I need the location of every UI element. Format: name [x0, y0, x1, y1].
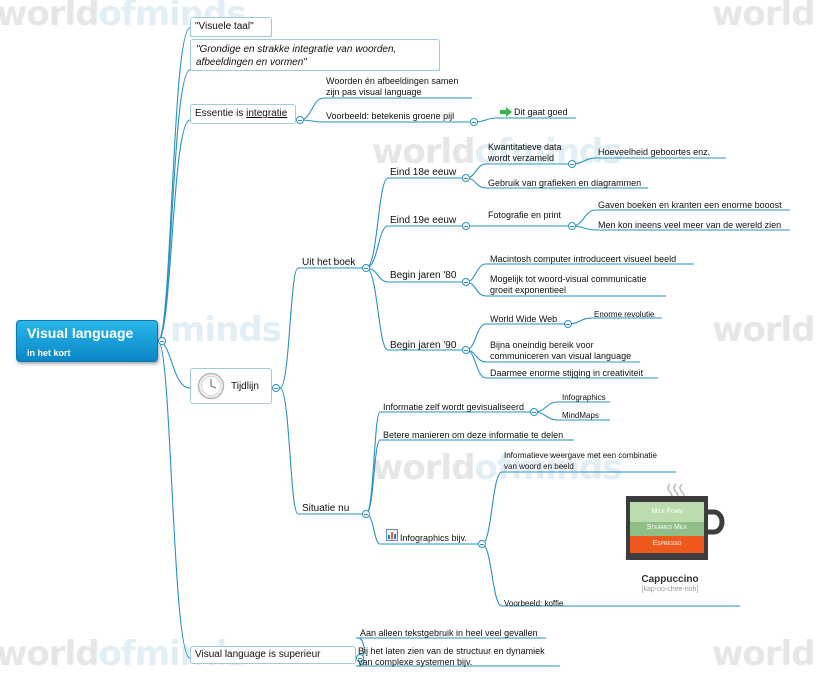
integratie-link[interactable]: integratie: [246, 108, 288, 119]
collapse-toggle[interactable]: [362, 264, 370, 272]
root-title: Visual language: [27, 325, 134, 341]
node-kwantitatieve-data[interactable]: Kwantitatieve data wordt verzameld: [488, 142, 562, 163]
watermark: worldofminds: [372, 448, 623, 488]
node-gebruik-grafieken[interactable]: Gebruik van grafieken en diagrammen: [488, 178, 642, 188]
node-superieur[interactable]: Visual language is superieur: [190, 646, 356, 664]
watermark: worldofminds: [372, 132, 623, 172]
collapse-toggle[interactable]: [356, 654, 364, 662]
node-woorden[interactable]: Woorden én afbeeldingen samen zijn pas v…: [326, 76, 459, 97]
collapse-toggle[interactable]: [362, 510, 370, 518]
collapse-toggle[interactable]: [296, 116, 304, 124]
node-voorbeeld-koffie[interactable]: Voorbeeld: koffie: [504, 599, 564, 608]
espresso-label: Espresso: [652, 540, 682, 547]
green-arrow-icon: [500, 107, 512, 117]
collapse-toggle[interactable]: [462, 174, 470, 182]
node-informatieve-weergave[interactable]: Informatieve weergave met een combinatie…: [504, 451, 657, 471]
collapse-toggle[interactable]: [564, 320, 572, 328]
node-men-kon[interactable]: Men kon ineens veel meer van de wereld z…: [598, 220, 782, 230]
collapse-toggle[interactable]: [530, 408, 538, 416]
collapse-toggle[interactable]: [462, 346, 470, 354]
node-bij-het-laten[interactable]: Bij het laten zien van de structuur en d…: [358, 646, 545, 667]
node-tijdlijn[interactable]: Tijdlijn: [190, 368, 272, 404]
collapse-toggle[interactable]: [478, 540, 486, 548]
root-subtitle: in het kort: [27, 348, 71, 358]
node-begin-jaren-90[interactable]: Begin jaren '90: [390, 340, 457, 351]
node-gaven-boeken[interactable]: Gaven boeken en kranten een enorme booos…: [598, 200, 782, 210]
node-world-wide-web[interactable]: World Wide Web: [490, 314, 558, 324]
node-begin-jaren-80[interactable]: Begin jaren '80: [390, 270, 457, 281]
node-macintosh[interactable]: Macintosh computer introduceert visueel …: [490, 254, 677, 264]
clock-icon: [197, 372, 225, 400]
node-voorbeeld-pijl[interactable]: Voorbeeld: betekenis groene pijl: [326, 111, 455, 121]
cappuccino-infographic: Milk Foam Steamed Milk Espresso Cappucci…: [612, 478, 728, 602]
node-betere-manieren[interactable]: Betere manieren om deze informatie te de…: [383, 430, 564, 440]
node-bijna-oneindig[interactable]: Bijna oneindig bereik voor communiceren …: [490, 340, 632, 361]
cup-icon: [626, 483, 725, 560]
collapse-toggle[interactable]: [568, 160, 576, 168]
node-eind-19e-eeuw[interactable]: Eind 19e eeuw: [390, 215, 457, 226]
milk-foam-label: Milk Foam: [651, 508, 683, 515]
node-essentie[interactable]: Essentie is integratie: [190, 104, 296, 124]
node-eind-18e-eeuw[interactable]: Eind 18e eeuw: [390, 167, 457, 178]
node-infographics-bijv[interactable]: Infographics bijv.: [400, 533, 467, 543]
chart-icon: [386, 529, 398, 541]
cappuccino-title: Cappuccino: [641, 574, 699, 585]
node-infographics[interactable]: Infographics: [562, 393, 606, 402]
root-node[interactable]: Visual language in het kort: [16, 320, 158, 362]
watermark: minds: [170, 310, 282, 350]
node-informatie-zelf[interactable]: Informatie zelf wordt gevisualiseerd: [383, 402, 525, 412]
collapse-toggle[interactable]: [462, 278, 470, 286]
node-daarmee[interactable]: Daarmee enorme stijging in creativiteit: [490, 368, 644, 378]
node-uit-het-boek[interactable]: Uit het boek: [302, 257, 356, 268]
collapse-toggle[interactable]: [462, 222, 470, 230]
node-grondige[interactable]: "Grondige en strakke integratie van woor…: [190, 39, 440, 71]
steamed-milk-label: Steamed Milk: [646, 524, 688, 531]
node-visuele-taal[interactable]: "Visuele taal": [190, 17, 272, 37]
node-mogelijk[interactable]: Mogelijk tot woord-visual communicatie g…: [490, 274, 647, 295]
node-dit-gaat-goed[interactable]: Dit gaat goed: [514, 107, 568, 117]
watermark: world: [712, 310, 816, 350]
node-aan-alleen[interactable]: Aan alleen tekstgebruik in heel veel gev…: [360, 628, 538, 638]
node-mindmaps[interactable]: MindMaps: [562, 411, 599, 420]
node-enorme-revolutie[interactable]: Enorme revolutie: [594, 310, 655, 319]
watermark: world: [712, 0, 816, 34]
collapse-toggle[interactable]: [470, 118, 478, 126]
node-fotografie[interactable]: Fotografie en print: [488, 210, 562, 220]
cappuccino-pronunciation: [kap-oo-chee-noh]: [641, 586, 699, 593]
collapse-toggle[interactable]: [158, 337, 166, 345]
collapse-toggle[interactable]: [272, 384, 280, 392]
node-situatie-nu[interactable]: Situatie nu: [302, 503, 350, 514]
node-hoeveelheid[interactable]: Hoeveelheid geboortes enz.: [598, 147, 711, 157]
watermark: world: [712, 634, 816, 674]
collapse-toggle[interactable]: [568, 222, 576, 230]
